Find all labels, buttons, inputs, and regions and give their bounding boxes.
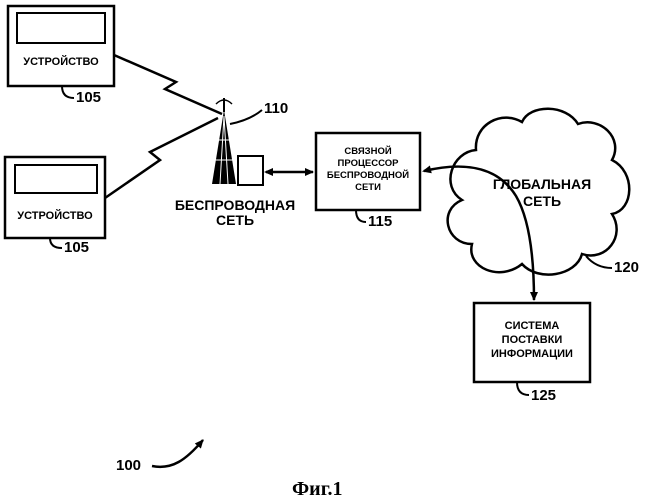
tower-shape: [212, 98, 263, 185]
device-top-ref: 105: [76, 90, 101, 105]
info-system-ref-leader: [517, 382, 529, 395]
processor-label: СВЯЗНОЙ ПРОЦЕССОР БЕСПРОВОДНОЙ СЕТИ: [318, 146, 418, 194]
device-bottom-shape: [5, 157, 105, 248]
wireless-link-bottom: [105, 118, 218, 198]
tower-ref: 110: [264, 101, 288, 116]
device-top-shape: [8, 6, 114, 98]
device-bottom-ref-leader: [50, 238, 62, 248]
info-system-ref: 125: [531, 388, 556, 403]
device-top-label: УСТРОЙСТВО: [8, 56, 114, 69]
global-network-label: ГЛОБАЛЬНАЯ СЕТЬ: [486, 176, 598, 210]
system-ref: 100: [116, 458, 141, 473]
device-bottom-label: УСТРОЙСТВО: [5, 210, 105, 223]
global-network-ref-leader: [586, 256, 612, 268]
device-bottom-ref: 105: [64, 240, 89, 255]
tower-label: БЕСПРОВОДНАЯ СЕТЬ: [160, 198, 310, 229]
device-top-ref-leader: [62, 86, 74, 98]
system-ref-arrow: [152, 440, 203, 467]
tower-ref-leader: [230, 110, 262, 124]
wireless-link-top: [114, 55, 222, 114]
figure-caption: Фиг.1: [292, 478, 343, 500]
processor-ref: 115: [368, 214, 392, 229]
info-system-label: СИСТЕМА ПОСТАВКИ ИНФОРМАЦИИ: [476, 320, 588, 361]
global-network-ref: 120: [614, 260, 639, 275]
processor-ref-leader: [356, 210, 366, 222]
